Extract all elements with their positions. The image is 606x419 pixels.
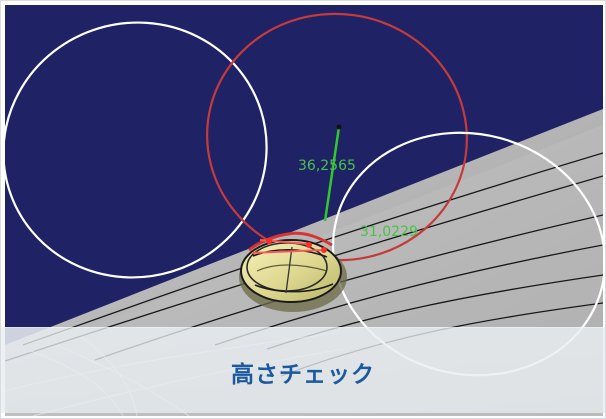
red-highlight-segment-2 — [251, 249, 324, 254]
knob-lower-edge — [254, 283, 334, 293]
knob-part[interactable] — [239, 239, 347, 312]
knob-mid-band — [256, 264, 328, 272]
measurement-endpoint — [336, 124, 342, 130]
measurement-label-1: 36,2565 — [298, 158, 356, 174]
red-control-point-1 — [266, 238, 272, 244]
knob-center-seam — [285, 246, 293, 294]
red-control-point-3 — [321, 247, 327, 253]
white-circle-marker-left[interactable] — [5, 5, 298, 310]
red-control-point-2 — [306, 242, 312, 248]
measurement-label-2: 31,0229 — [360, 224, 418, 240]
knob-upper-edge — [252, 249, 328, 258]
caption-title: 高さチェック — [231, 362, 375, 388]
caption-bar: 高さチェック — [1, 327, 605, 413]
measurement-vector — [323, 126, 341, 222]
red-highlight-curve — [248, 231, 333, 252]
knob-body — [240, 239, 342, 303]
